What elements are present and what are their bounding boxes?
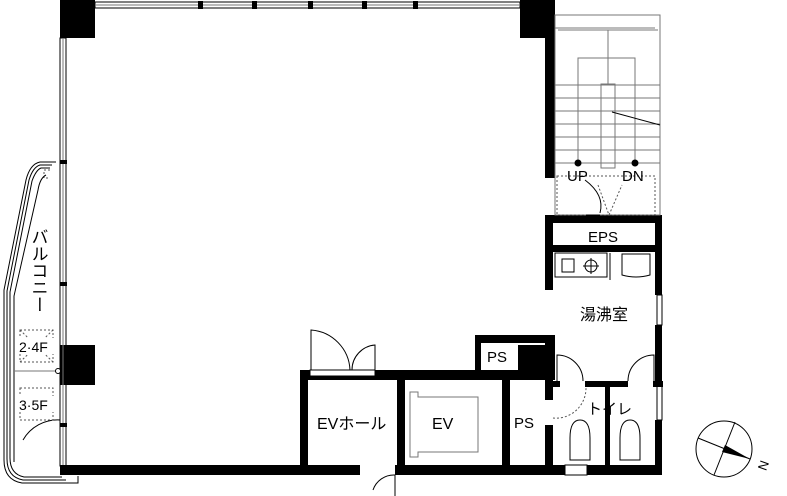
- wall: [655, 215, 662, 295]
- kitchenette-fixtures: [554, 252, 651, 280]
- floor-3-5-label: 3·5F: [19, 397, 48, 413]
- wall: [545, 245, 660, 252]
- wall: [545, 215, 553, 290]
- sink-icon: [621, 253, 651, 278]
- top-window-wall: [94, 1, 521, 9]
- column: [520, 0, 555, 38]
- compass-icon: [695, 420, 753, 478]
- ps-upper-label: PS: [487, 349, 507, 366]
- balcony-outline: [3, 161, 79, 484]
- floor-2-4-label: 2·4F: [19, 339, 48, 355]
- left-window-wall: [59, 37, 67, 467]
- wall: [545, 38, 555, 178]
- balcony-label: バルコニー: [29, 228, 48, 313]
- wall: [655, 325, 662, 385]
- stair-up-label: UP: [567, 168, 588, 185]
- ps-lower-label: PS: [514, 415, 534, 432]
- kitchenette-label: 湯沸室: [580, 306, 628, 324]
- staircase: [554, 14, 661, 217]
- north-label: N: [755, 458, 772, 472]
- ev-hall-label: EVホール: [317, 416, 386, 433]
- column: [60, 345, 95, 385]
- toilet-label: トイレ: [587, 401, 632, 418]
- wall: [655, 420, 662, 475]
- toilet-fixtures: [569, 419, 641, 461]
- wall: [545, 215, 660, 223]
- stair-down-label: DN: [622, 168, 644, 185]
- elevator-car: [409, 391, 479, 458]
- door-swings: [22, 329, 655, 496]
- column: [60, 0, 95, 38]
- ev-label: EV: [432, 416, 454, 433]
- eps-label: EPS: [588, 229, 618, 246]
